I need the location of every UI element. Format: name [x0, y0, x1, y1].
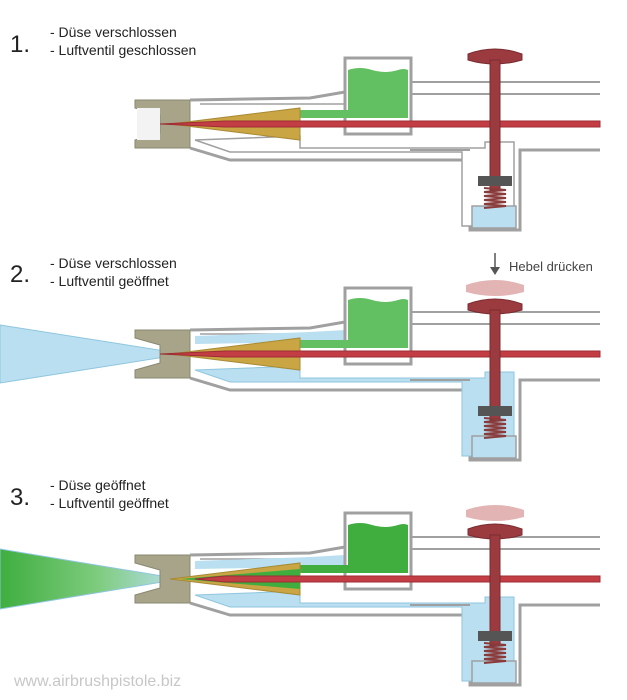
rear-tube — [410, 536, 600, 606]
valve-chamber — [471, 660, 517, 684]
airbrush-gun-3 — [0, 505, 601, 687]
lever-hint: Hebel drücken — [490, 253, 593, 275]
paint-needle — [159, 120, 601, 128]
watermark: www.airbrushpistole.biz — [13, 673, 181, 690]
stage-2-line-1: - Düse verschlossen — [50, 255, 177, 271]
stage-3-number: 3. — [10, 484, 30, 511]
trigger-lever-stem — [489, 309, 501, 421]
trigger-lever-head — [467, 523, 523, 540]
valve-spring — [483, 642, 507, 664]
lever-ghost — [466, 280, 524, 296]
stage-3-line-1: - Düse geöffnet — [50, 477, 146, 493]
paint-fill — [300, 298, 408, 348]
valve-seat — [478, 406, 512, 416]
nozzle-cap-opening — [137, 108, 160, 140]
paint-needle — [194, 575, 601, 583]
trigger-lever-head — [467, 298, 523, 315]
rear-tube — [410, 311, 600, 381]
valve-spring — [483, 417, 507, 439]
arrow-down-icon — [490, 253, 500, 275]
nozzle-cap — [134, 554, 191, 604]
stage-3: 3. - Düse geöffnet - Luftventil geöffnet — [0, 477, 601, 687]
valve-seat — [478, 631, 512, 641]
stage-2-line-2: - Luftventil geöffnet — [50, 273, 169, 289]
stage-1: 1. - Düse verschlossen - Luftventil gesc… — [10, 24, 601, 232]
lever-ghost — [466, 505, 524, 521]
valve-seat — [478, 176, 512, 186]
valve-spring — [483, 187, 507, 209]
trigger-lever-head — [467, 48, 523, 65]
trigger-lever-stem — [489, 59, 501, 191]
valve-chamber — [471, 435, 517, 459]
valve-chamber — [471, 205, 517, 229]
stage-3-line-2: - Luftventil geöffnet — [50, 495, 169, 511]
stage-2: 2. - Düse verschlossen - Luftventil geöf… — [0, 253, 601, 462]
stage-1-line-1: - Düse verschlossen — [50, 24, 177, 40]
paint-needle — [159, 350, 601, 358]
paint-fill — [300, 68, 408, 118]
airbrush-gun-2 — [0, 280, 601, 462]
stage-1-line-2: - Luftventil geschlossen — [50, 42, 196, 58]
rear-tube — [410, 81, 600, 151]
stage-2-number: 2. — [10, 261, 30, 288]
paint-fill — [300, 523, 408, 573]
airbrush-gun-1 — [134, 48, 601, 232]
trigger-lever-stem — [489, 534, 501, 646]
stage-1-number: 1. — [10, 31, 30, 58]
lever-hint-label: Hebel drücken — [509, 259, 593, 274]
paint-spray-cone — [0, 548, 181, 610]
